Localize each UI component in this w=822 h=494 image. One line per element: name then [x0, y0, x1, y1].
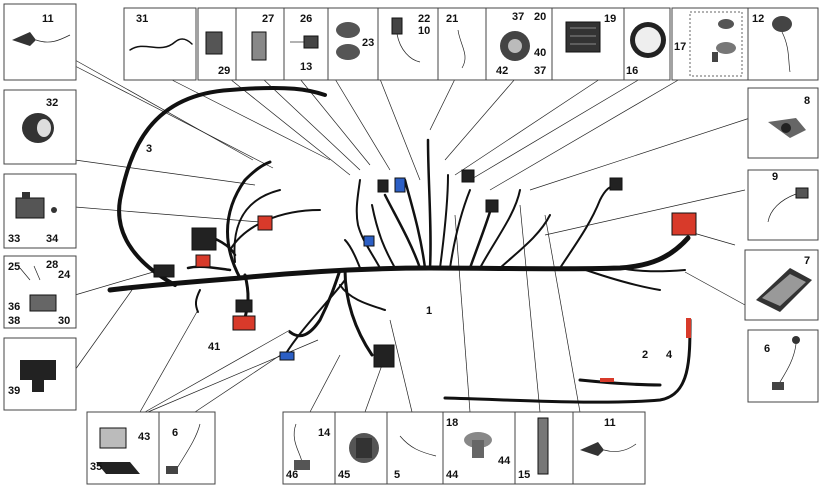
callout-39: 39 [8, 385, 20, 397]
part-box-37-20-40-42 [485, 7, 553, 81]
callout-4: 4 [666, 349, 673, 361]
callout-18: 18 [446, 417, 458, 429]
callout-35: 35 [90, 461, 102, 473]
callout-34: 34 [46, 233, 59, 245]
part-box-26-13 [283, 7, 329, 81]
callout-10: 10 [418, 25, 430, 37]
callout-7: 7 [804, 255, 810, 267]
callout-1: 1 [426, 305, 432, 317]
callout-44-right: 44 [498, 455, 511, 467]
callout-38: 38 [8, 315, 20, 327]
part-box-39 [3, 337, 77, 411]
part-box-11-bottom [572, 411, 646, 485]
callout-11-bottom: 11 [604, 417, 616, 429]
callout-8: 8 [804, 95, 810, 107]
part-box-27 [235, 7, 285, 81]
part-box-19 [551, 7, 625, 81]
callout-20: 20 [534, 11, 546, 23]
part-box-45 [334, 411, 388, 485]
callout-14: 14 [318, 427, 331, 439]
part-box-29 [197, 7, 237, 81]
callout-44-left: 44 [446, 469, 459, 481]
leader-lines [74, 59, 751, 413]
part-box-11-top [3, 3, 77, 81]
callout-5: 5 [394, 469, 400, 481]
callout-labels: 11 32 3 31 29 27 26 13 23 22 10 21 37 20… [8, 11, 810, 481]
part-box-5 [386, 411, 444, 485]
callout-37-bottom: 37 [534, 65, 546, 77]
callout-9: 9 [772, 171, 778, 183]
callout-43: 43 [138, 431, 150, 443]
callout-42: 42 [496, 65, 508, 77]
part-box-15 [514, 411, 574, 485]
part-box-7 [744, 249, 819, 321]
part-box-35-43 [86, 411, 160, 485]
callout-15: 15 [518, 469, 530, 481]
part-box-22-10 [377, 7, 439, 81]
callout-32: 32 [46, 97, 58, 109]
callout-19: 19 [604, 13, 616, 25]
callout-25: 25 [8, 261, 20, 273]
callout-37-top: 37 [512, 11, 524, 23]
callout-27: 27 [262, 13, 274, 25]
part-box-17 [671, 7, 749, 81]
callout-23: 23 [362, 37, 374, 49]
callout-24: 24 [58, 269, 71, 281]
callout-33: 33 [8, 233, 20, 245]
callout-26: 26 [300, 13, 312, 25]
callout-12: 12 [752, 13, 764, 25]
callout-28: 28 [46, 259, 58, 271]
callout-11-top: 11 [42, 13, 54, 25]
part-box-8 [747, 87, 819, 159]
callout-31: 31 [136, 13, 148, 25]
part-box-6-right [747, 329, 819, 403]
harness-connectors [153, 169, 697, 368]
callout-6-right: 6 [764, 343, 770, 355]
callout-21: 21 [446, 13, 458, 25]
callout-16: 16 [626, 65, 638, 77]
callout-6-bottom: 6 [172, 427, 178, 439]
callout-41: 41 [208, 341, 220, 353]
part-box-6-bottom [158, 411, 216, 485]
part-box-16 [623, 7, 671, 81]
part-box-relays [3, 255, 77, 329]
part-box-21 [437, 7, 487, 81]
callout-3: 3 [146, 143, 152, 155]
battery-cables [443, 318, 692, 404]
callout-40: 40 [534, 47, 546, 59]
part-box-9 [747, 169, 819, 241]
part-box-23 [327, 7, 379, 81]
callout-29: 29 [218, 65, 230, 77]
callout-30: 30 [58, 315, 70, 327]
callout-46: 46 [286, 469, 298, 481]
part-box-18-44 [442, 411, 516, 485]
callout-36: 36 [8, 301, 20, 313]
callout-17: 17 [674, 41, 686, 53]
part-box-12 [747, 7, 819, 81]
callout-45: 45 [338, 469, 350, 481]
part-box-46-14 [282, 411, 336, 485]
callout-22: 22 [418, 13, 430, 25]
callout-13: 13 [300, 61, 312, 73]
part-box-33-34 [3, 173, 77, 249]
callout-2: 2 [642, 349, 648, 361]
part-box-31 [123, 7, 197, 81]
part-box-32 [3, 89, 77, 165]
